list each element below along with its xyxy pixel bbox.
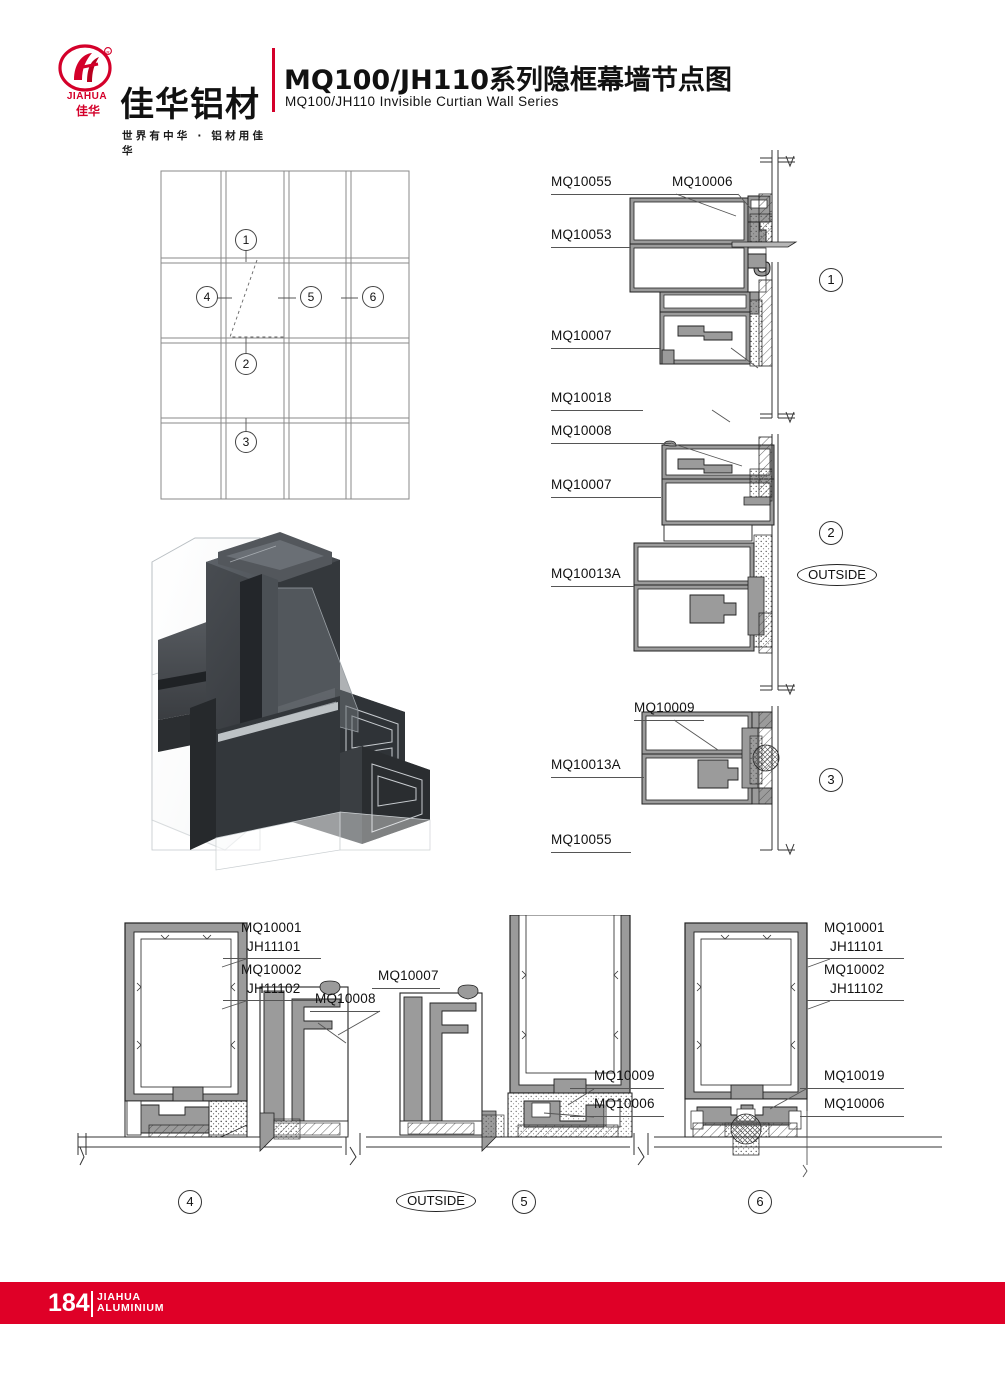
- detail1-leader-mq10053: [551, 247, 631, 248]
- brand-logo: R JIAHUA 佳华 佳华铝材 世界有中华 · 铝材用佳华: [58, 44, 270, 157]
- footer-divider: [91, 1291, 93, 1317]
- detail1-leader-mq10055: [551, 194, 676, 195]
- outside-tag-bottom: OUTSIDE: [396, 1190, 476, 1212]
- detail5-label-mq10006: MQ10006: [594, 1096, 655, 1111]
- elevation-callout-6[interactable]: 6: [362, 286, 384, 308]
- detail6-leader-mq10019: [800, 1088, 904, 1089]
- detail1-label-mq10055: MQ10055: [551, 174, 612, 189]
- page-header: R JIAHUA 佳华 佳华铝材 世界有中华 · 铝材用佳华 MQ100/JH1…: [0, 0, 1005, 157]
- detail1-leader-mq10007: [551, 348, 661, 349]
- detail4-label-mq10001: MQ10001: [241, 920, 302, 935]
- detail3-leader-mq10009: [634, 720, 704, 721]
- detail3-label-mq10013a: MQ10013A: [551, 757, 621, 772]
- detail1-label-mq10007: MQ10007: [551, 328, 612, 343]
- detail6-label-mq10002: MQ10002: [824, 962, 885, 977]
- detail3-label-mq10055: MQ10055: [551, 832, 612, 847]
- detail-marker-6[interactable]: 6: [748, 1190, 772, 1214]
- detail5-leader-mq10008: [310, 1011, 380, 1012]
- detail6-label-mq10001: MQ10001: [824, 920, 885, 935]
- detail6-label-jh11102: JH11102: [830, 981, 884, 996]
- detail-marker-5[interactable]: 5: [512, 1190, 536, 1214]
- detail6-leader-a: [806, 958, 904, 959]
- detail3-leader-mq10013a: [551, 777, 644, 778]
- detail6-label-mq10019: MQ10019: [824, 1068, 885, 1083]
- detail-marker-2[interactable]: 2: [819, 521, 843, 545]
- footer-bar: [0, 1282, 1005, 1324]
- header-divider: [272, 48, 275, 112]
- svg-text:R: R: [106, 50, 110, 55]
- elevation-callout-2[interactable]: 2: [235, 353, 257, 375]
- detail-marker-3[interactable]: 3: [819, 768, 843, 792]
- detail2-leader-mq10013a: [551, 586, 634, 587]
- outside-tag-right: OUTSIDE: [797, 564, 877, 586]
- detail2-label-mq10007: MQ10007: [551, 477, 612, 492]
- detail5-label-mq10008: MQ10008: [315, 991, 376, 1006]
- detail3-label-mq10009: MQ10009: [634, 700, 695, 715]
- detail5-leader-mq10007: [372, 988, 440, 989]
- detail4-label-mq10002: MQ10002: [241, 962, 302, 977]
- detail4-leader-a: [223, 958, 321, 959]
- detail4-label-jh11102: JH11102: [247, 981, 301, 996]
- mullion-transom-3d-render: [100, 520, 450, 890]
- detail6-label-mq10006: MQ10006: [824, 1096, 885, 1111]
- detail5-label-mq10007: MQ10007: [378, 968, 439, 983]
- section-details-1-2-3-drawing: [620, 150, 820, 870]
- detail6-leader-mq10006: [800, 1116, 904, 1117]
- detail1-label-mq10006: MQ10006: [672, 174, 733, 189]
- detail4-leader-b: [223, 1000, 321, 1001]
- detail2-label-mq10013a: MQ10013A: [551, 566, 621, 581]
- company-name-cn: 佳华铝材: [120, 85, 260, 125]
- detail-leader-pointers-right: [540, 160, 880, 880]
- page-title-cn: MQ100/JH110系列隐框幕墙节点图: [284, 65, 733, 96]
- detail-marker-4[interactable]: 4: [178, 1190, 202, 1214]
- page-number: 184: [48, 1289, 90, 1317]
- elevation-callout-4[interactable]: 4: [196, 286, 218, 308]
- detail3-leader-mq10055: [551, 852, 631, 853]
- curtain-wall-elevation-grid: [160, 170, 410, 500]
- company-tagline: 世界有中华 · 铝材用佳华: [122, 130, 267, 157]
- detail5-label-mq10009: MQ10009: [594, 1068, 655, 1083]
- detail-leader-pointers-bottom: [70, 915, 950, 1190]
- detail1-leader-mq10018: [551, 410, 643, 411]
- detail1-label-mq10053: MQ10053: [551, 227, 612, 242]
- detail2-leader-mq10007: [551, 497, 661, 498]
- detail2-label-mq10008: MQ10008: [551, 423, 612, 438]
- detail1-leader-mq10006: [672, 194, 738, 195]
- detail6-label-jh11101: JH11101: [830, 939, 884, 954]
- detail5-leader-mq10006: [570, 1116, 664, 1117]
- detail6-leader-b: [806, 1000, 904, 1001]
- footer-brand-aluminium: ALUMINIUM: [97, 1302, 165, 1314]
- detail5-leader-mq10009: [570, 1088, 664, 1089]
- detail-marker-1[interactable]: 1: [819, 268, 843, 292]
- logo-cn-small-text: 佳华: [75, 104, 100, 118]
- detail2-leader-mq10008: [551, 443, 671, 444]
- detail1-label-mq10018: MQ10018: [551, 390, 612, 405]
- elevation-callout-5[interactable]: 5: [300, 286, 322, 308]
- detail4-label-jh11101: JH11101: [247, 939, 301, 954]
- elevation-callout-1[interactable]: 1: [235, 229, 257, 251]
- elevation-callout-3[interactable]: 3: [235, 431, 257, 453]
- jiahua-logo-emblem: R: [58, 44, 116, 94]
- logo-en-text: JIAHUA: [66, 91, 108, 102]
- page-title-en: MQ100/JH110 Invisible Curtian Wall Serie…: [285, 94, 559, 109]
- section-details-4-5-6-drawing: [70, 915, 950, 1190]
- footer-brand-jiahua: JIAHUA: [97, 1291, 141, 1303]
